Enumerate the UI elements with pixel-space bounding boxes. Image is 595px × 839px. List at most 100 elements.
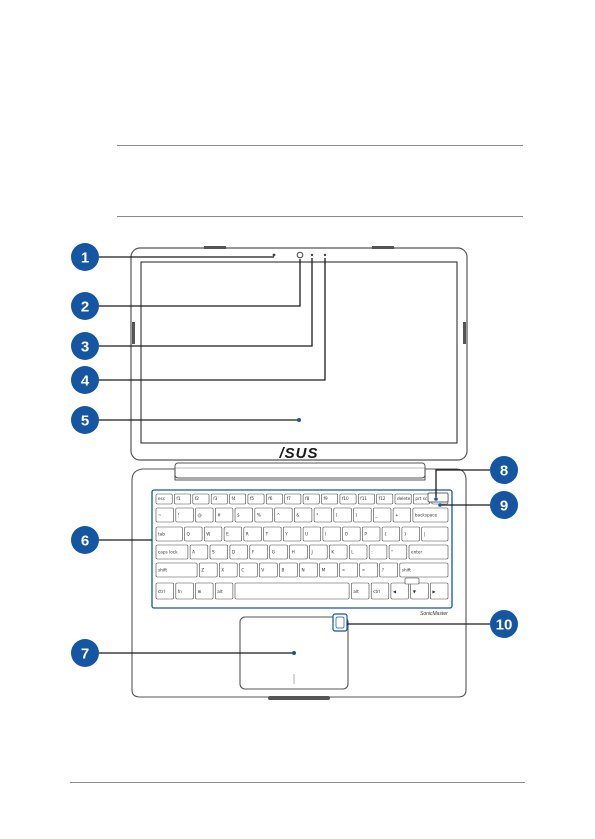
key-ctrl[interactable]: ctrl	[155, 582, 174, 600]
key-cap[interactable]	[234, 507, 253, 523]
key--[interactable]: ^	[274, 507, 293, 523]
key-cap[interactable]	[379, 562, 398, 578]
key--[interactable]: (	[333, 507, 352, 523]
key-backspace[interactable]: backspace	[412, 507, 449, 523]
key--[interactable]: :	[368, 544, 388, 560]
key-cap[interactable]	[215, 582, 234, 600]
key--[interactable]: _	[373, 507, 392, 523]
key-f8[interactable]: f8	[302, 493, 320, 505]
key-cap[interactable]	[229, 493, 247, 505]
key-cap[interactable]	[184, 526, 203, 542]
key--[interactable]: @	[195, 507, 214, 523]
key--[interactable]: <	[339, 562, 358, 578]
key-cap[interactable]	[373, 507, 392, 523]
key-cap[interactable]	[155, 507, 174, 523]
key-shift[interactable]: shift	[399, 562, 449, 578]
key-l[interactable]: L	[348, 544, 368, 560]
key--[interactable]: ▼	[410, 582, 429, 600]
key-cap[interactable]	[333, 507, 352, 523]
key-cap[interactable]	[399, 562, 449, 578]
key--[interactable]: ?	[379, 562, 398, 578]
key--[interactable]: #	[215, 507, 234, 523]
key--[interactable]: *	[313, 507, 333, 523]
key-cap[interactable]	[215, 507, 234, 523]
key-alt[interactable]: alt	[351, 582, 370, 600]
key-cap[interactable]	[155, 526, 183, 542]
key-cap[interactable]	[174, 493, 191, 505]
key-cap[interactable]	[155, 562, 198, 578]
key-cap[interactable]	[394, 493, 412, 505]
key-cap[interactable]	[192, 493, 210, 505]
key-f9[interactable]: f9	[321, 493, 339, 505]
key-cap[interactable]	[254, 507, 273, 523]
key-s[interactable]: S	[209, 544, 229, 560]
key-r[interactable]: R	[243, 526, 262, 542]
key-a[interactable]: A	[189, 544, 209, 560]
key-cap[interactable]	[199, 562, 218, 578]
key-f4[interactable]: f4	[229, 493, 247, 505]
key--[interactable]: "	[388, 544, 408, 560]
key-arrow-up[interactable]	[404, 577, 420, 585]
key-v[interactable]: V	[259, 562, 278, 578]
key-cap[interactable]	[401, 526, 420, 542]
key-cap[interactable]	[263, 526, 282, 542]
key-f2[interactable]: f2	[192, 493, 210, 505]
key--[interactable]: ▶	[430, 582, 449, 600]
key-fn[interactable]: fn	[175, 582, 194, 600]
key-j[interactable]: J	[309, 544, 328, 560]
key-cap[interactable]	[339, 562, 358, 578]
key-esc[interactable]: esc	[155, 493, 173, 505]
key-f3[interactable]: f3	[210, 493, 228, 505]
key-cap[interactable]	[329, 544, 348, 560]
key-u[interactable]: U	[302, 526, 322, 542]
key-tab[interactable]: tab	[155, 526, 183, 542]
key-cap[interactable]	[155, 493, 173, 505]
key-cap[interactable]	[430, 582, 449, 600]
key-cap[interactable]	[299, 562, 318, 578]
key-cap[interactable]	[195, 582, 214, 600]
key-cap[interactable]	[274, 507, 293, 523]
key-c[interactable]: C	[239, 562, 258, 578]
key-m[interactable]: M	[319, 562, 338, 578]
key-cap[interactable]	[370, 582, 390, 600]
key-q[interactable]: Q	[184, 526, 203, 542]
key--[interactable]: |	[421, 526, 449, 542]
key-cap[interactable]	[376, 493, 394, 505]
key-cap[interactable]	[302, 493, 320, 505]
key-cap[interactable]	[339, 493, 357, 505]
key-h[interactable]: H	[289, 544, 308, 560]
key-cap[interactable]	[309, 544, 328, 560]
key-prt-sc[interactable]: prt sc	[413, 493, 430, 505]
key--[interactable]: ~	[155, 507, 174, 523]
key-cap[interactable]	[234, 582, 350, 600]
key-f1[interactable]: f1	[174, 493, 191, 505]
key-k[interactable]: K	[329, 544, 348, 560]
key-y[interactable]: Y	[282, 526, 302, 542]
key-cap[interactable]	[155, 582, 174, 600]
key-caps-lock[interactable]: caps lock	[155, 544, 189, 560]
key-f7[interactable]: f7	[284, 493, 302, 505]
key-e[interactable]: E	[223, 526, 243, 542]
key-g[interactable]: G	[269, 544, 288, 560]
key-cap[interactable]	[175, 507, 194, 523]
key--[interactable]: !	[175, 507, 194, 523]
key-cap[interactable]	[175, 582, 194, 600]
key-cap[interactable]	[282, 526, 302, 542]
key-f10[interactable]: f10	[339, 493, 357, 505]
key-cap[interactable]	[321, 493, 339, 505]
key--[interactable]: ◀	[390, 582, 409, 600]
key-cap[interactable]	[342, 526, 361, 542]
key-cap[interactable]	[284, 493, 302, 505]
key-delete[interactable]: delete	[394, 493, 412, 505]
key-cap[interactable]	[155, 544, 189, 560]
key-cap[interactable]	[302, 526, 322, 542]
key-t[interactable]: T	[263, 526, 282, 542]
key-f[interactable]: F	[249, 544, 268, 560]
key-cap[interactable]	[265, 493, 283, 505]
key--[interactable]: )	[353, 507, 372, 523]
key-f5[interactable]: f5	[247, 493, 265, 505]
key--[interactable]: ⊞	[195, 582, 214, 600]
key-enter[interactable]: enter	[408, 544, 449, 560]
key-cap[interactable]	[319, 562, 338, 578]
key--[interactable]: {	[381, 526, 401, 542]
